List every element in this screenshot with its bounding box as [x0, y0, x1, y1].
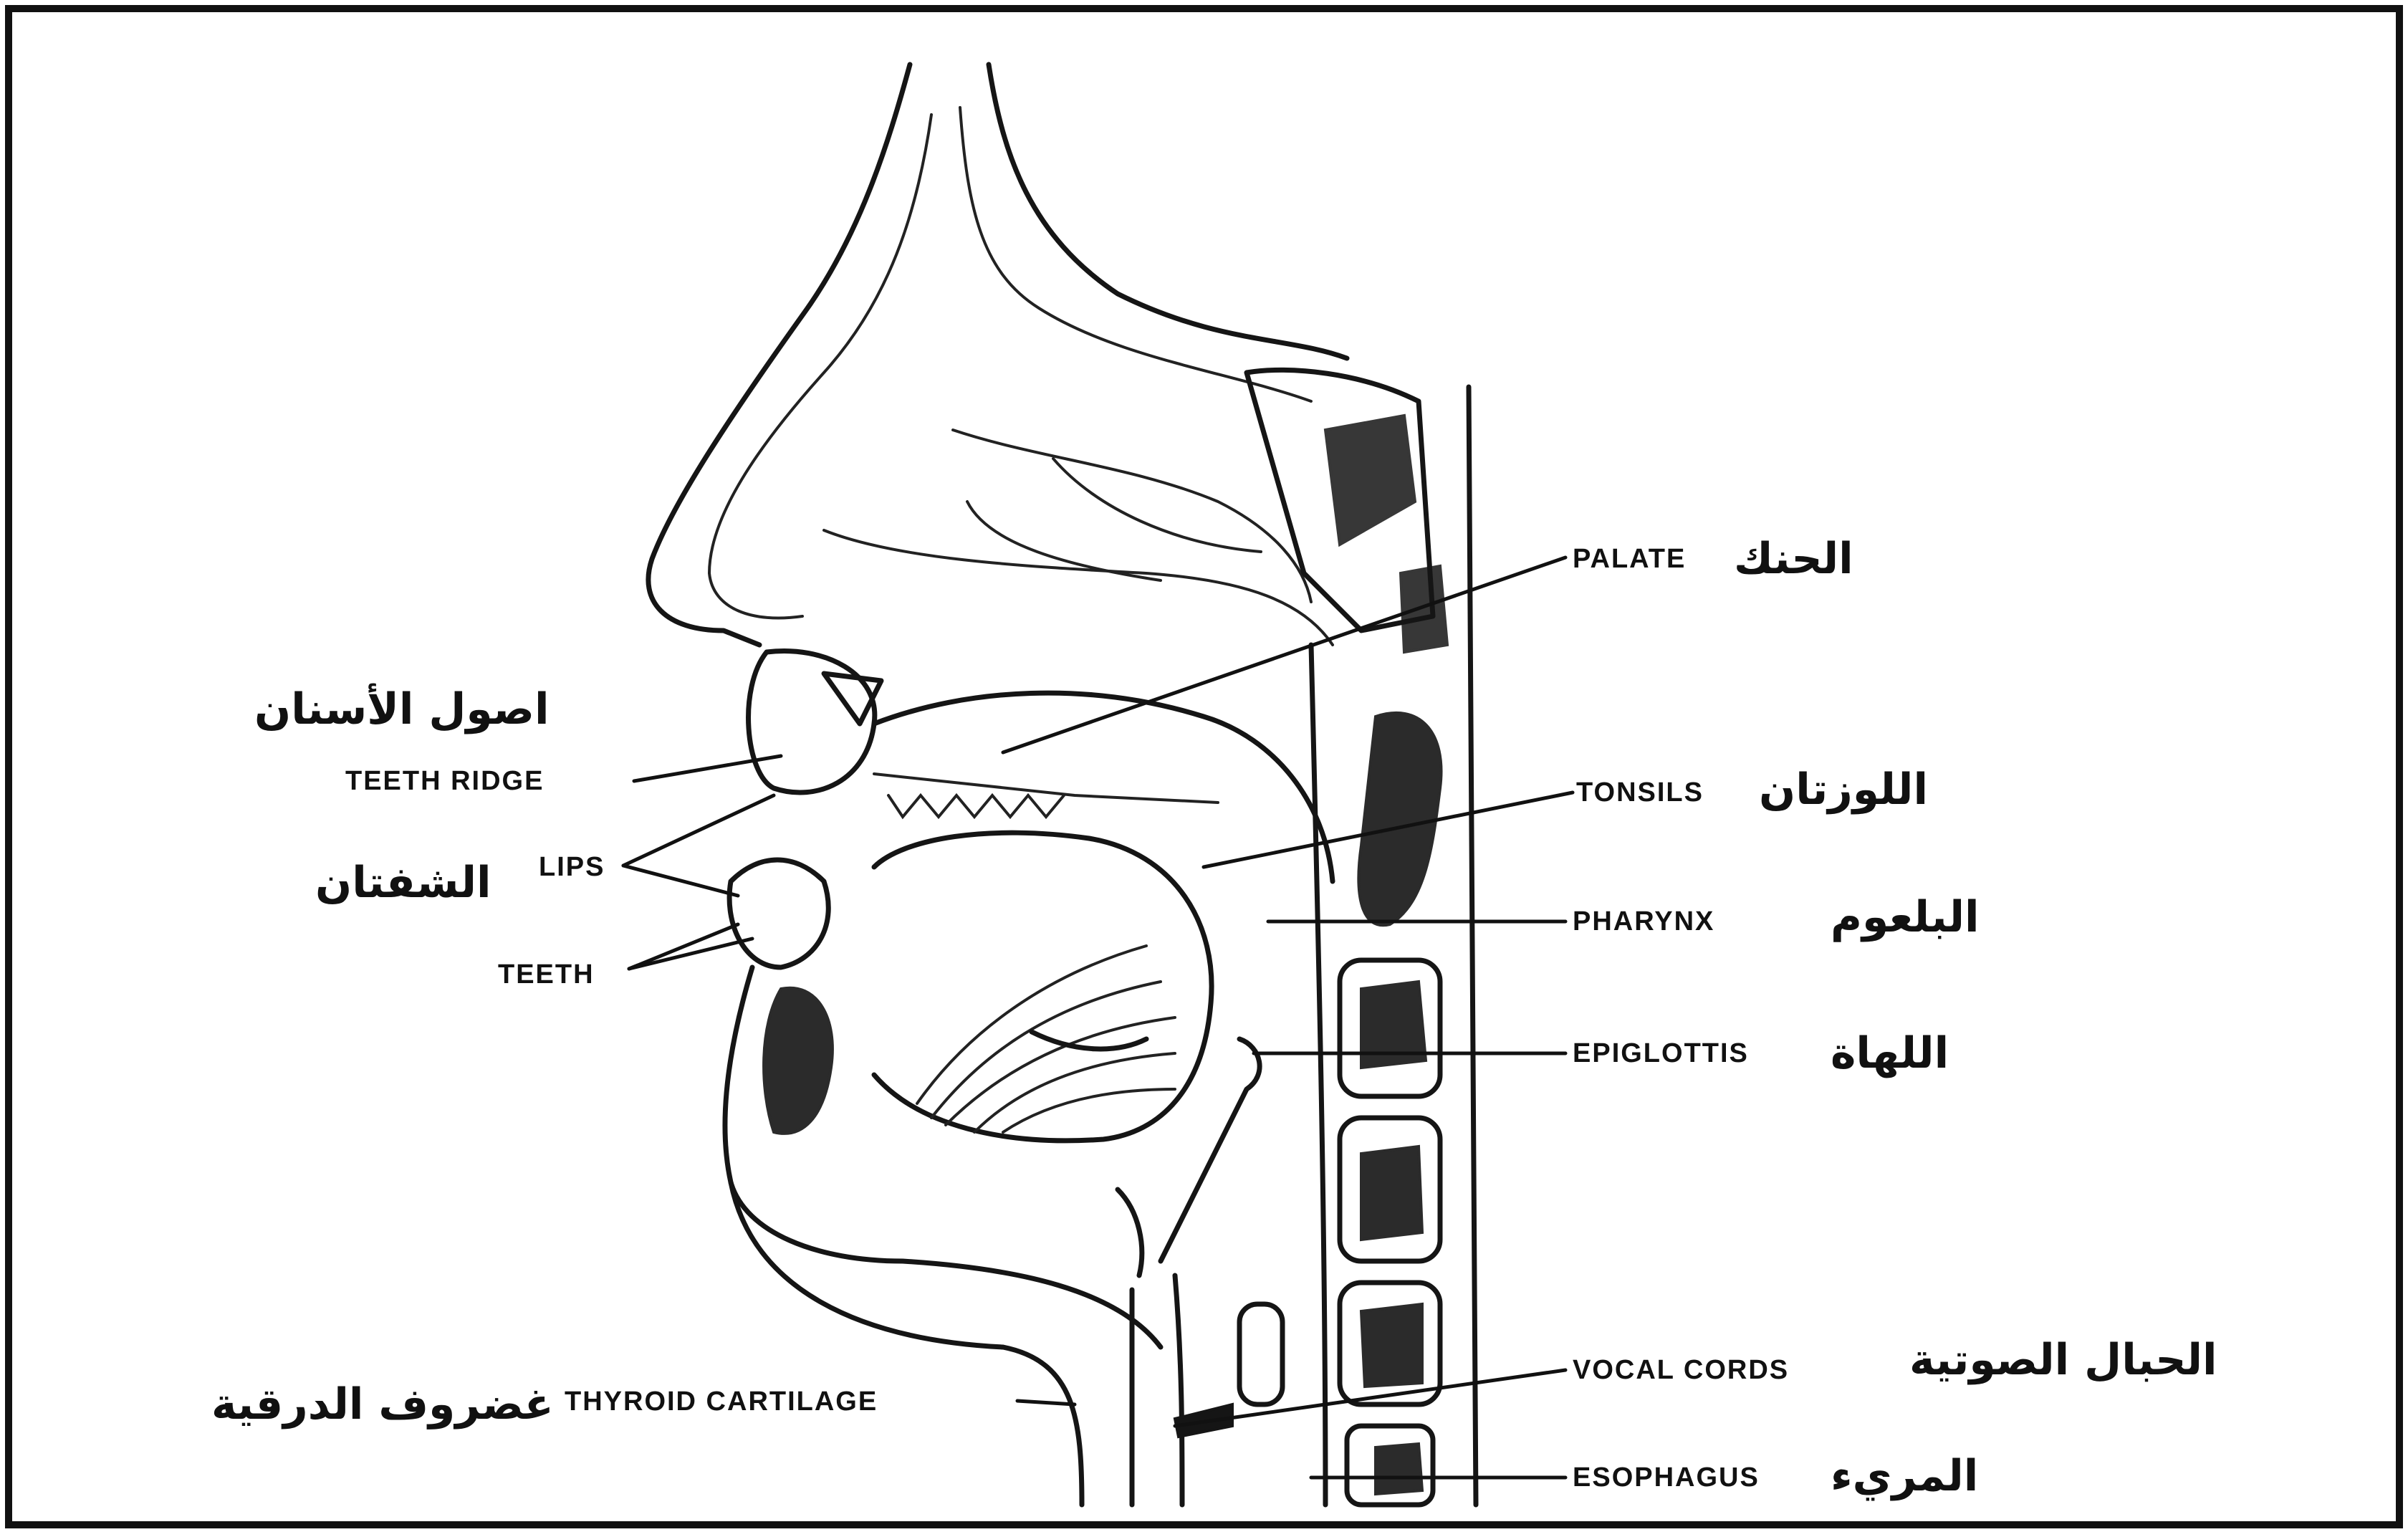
teeth-label: TEETH	[498, 959, 595, 990]
thyroid-cartilage-arabic-label: غضروف الدرقية	[211, 1379, 554, 1430]
lips-label: LIPS	[539, 852, 605, 882]
head-illustration	[648, 64, 1476, 1505]
pharynx-arabic-label: البلعوم	[1831, 892, 1980, 942]
lips-arabic-label: الشفتان	[315, 858, 491, 908]
pharynx-label: PHARYNX	[1573, 906, 1714, 937]
vocal-cords-arabic-label: الحبال الصوتية	[1909, 1335, 2217, 1385]
lips-leader-upper	[623, 795, 774, 866]
esophagus-label: ESOPHAGUS	[1573, 1462, 1760, 1493]
palate-label: PALATE	[1573, 544, 1686, 574]
tonsils-label: TONSILS	[1576, 777, 1704, 808]
palate-arabic-label: الحنك	[1734, 534, 1853, 584]
tonsils-arabic-label: اللوزتان	[1759, 765, 1928, 815]
esophagus-arabic-label: المريء	[1831, 1451, 1978, 1501]
lips-leader-lower	[623, 866, 738, 896]
thyroid-cartilage-label: THYROID CARTILAGE	[565, 1387, 878, 1417]
teeth-ridge-arabic-label: اصول الأسنان	[254, 683, 550, 734]
epiglottis-label: EPIGLOTTIS	[1573, 1038, 1749, 1068]
palate-leader	[1003, 557, 1565, 752]
vocal-cords-label: VOCAL CORDS	[1573, 1355, 1789, 1385]
epiglottis-arabic-label: اللهاة	[1831, 1028, 1949, 1078]
teeth-ridge-label: TEETH RIDGE	[345, 766, 544, 796]
thyroid-cartilage-leader	[1017, 1401, 1075, 1404]
